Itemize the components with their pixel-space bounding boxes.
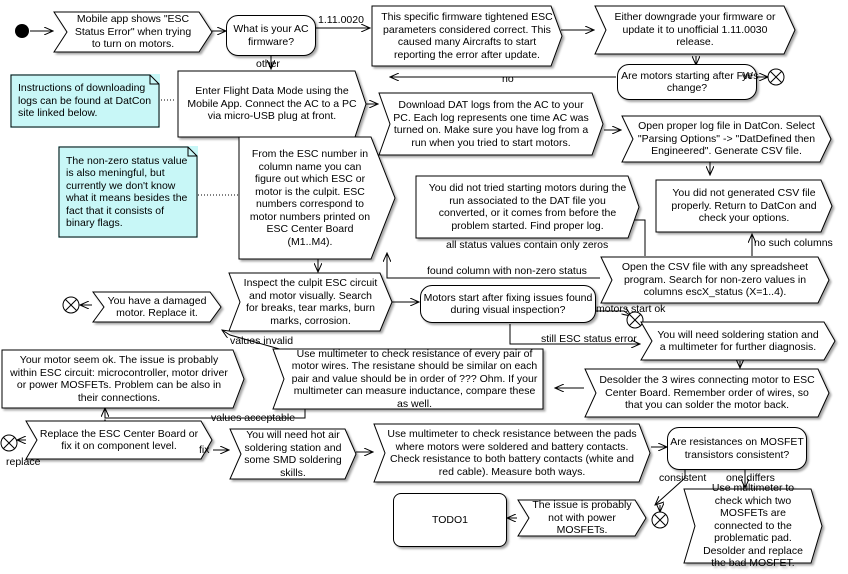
decision-firmware: What is your AC firmware? xyxy=(226,15,316,56)
node-open-csv: Open the CSV file with any spreadsheet p… xyxy=(600,256,830,304)
edge-label-found-column: found column with non-zero status xyxy=(427,265,587,277)
node-not-tried: You did not tried starting motors during… xyxy=(415,175,640,239)
node-hot-air: You will need hot air soldering station … xyxy=(229,428,357,480)
node-todo: TODO1 xyxy=(393,493,507,547)
edge-label-all-zeros: all status values contain only zeros xyxy=(446,239,609,251)
end-yes-icon xyxy=(767,68,785,86)
edge-label-replace: replace xyxy=(6,456,41,468)
edge-label-no-such-columns: no such columns xyxy=(754,237,833,249)
edge-label-still-error: still ESC status error xyxy=(541,333,637,345)
edge-label-values-invalid: values invalid xyxy=(230,335,294,347)
note-datcon-instructions: Instructions of downloading logs can be … xyxy=(10,74,160,128)
node-not-mosfet: The issue is probably not with power MOS… xyxy=(517,499,647,537)
edge-label-other: other xyxy=(256,58,280,70)
note-status-meaning: The non-zero status value is also mening… xyxy=(58,146,198,238)
node-downgrade-firmware: Either downgrade your firmware or update… xyxy=(594,5,796,55)
node-not-generated: You did not generated CSV file properly.… xyxy=(655,179,833,233)
edge-label-values-acceptable: values acceptable xyxy=(211,412,296,424)
node-flight-data-mode: Enter Flight Data Mode using the Mobile … xyxy=(177,70,367,138)
node-soldering-station: You will need soldering station and a mu… xyxy=(640,321,836,361)
end-replace-icon xyxy=(0,434,18,452)
decision-motors-after-fw: Are motors starting after FW change? xyxy=(617,64,757,100)
node-mobile-app-error: Mobile app shows "ESC Status Error" when… xyxy=(53,11,213,53)
end-damaged-icon xyxy=(62,296,80,314)
edge-mosfetq-consistent xyxy=(655,470,686,505)
edge-label-one-differs: one differs xyxy=(726,472,775,484)
edge-label-fix: fix xyxy=(199,444,210,456)
node-multimeter-wires: Use multimeter to check resistance of ev… xyxy=(272,348,555,410)
node-replace-board: Replace the ESC Center Board or fix it o… xyxy=(25,420,213,460)
node-esc-number: From the ESC number in column name you c… xyxy=(238,136,396,260)
node-desolder: Desolder the 3 wires connecting motor to… xyxy=(584,368,830,418)
decision-mosfet: Are resistances on MOSFET transistors co… xyxy=(667,427,807,470)
edge-label-firmware-version: 1.11.0020 xyxy=(318,14,364,26)
edge-csv-found xyxy=(387,253,600,279)
node-which-mosfet: Use multimeter to check which two MOSFET… xyxy=(683,482,823,569)
node-motor-ok: Your motor seem ok. The issue is probabl… xyxy=(1,349,245,409)
edge-label-no: no xyxy=(502,73,514,85)
decision-motors-after-fix: Motors start after fixing issues found d… xyxy=(420,285,596,323)
node-tightened-firmware: This specific firmware tightened ESC par… xyxy=(371,5,563,67)
node-damaged-motor: You have a damaged motor. Replace it. xyxy=(92,291,222,323)
end-ok-icon xyxy=(626,311,644,329)
end-mosfet-icon xyxy=(651,511,669,529)
edge-motorsq-still xyxy=(509,324,640,344)
node-open-log: Open proper log file in DatCon. Select "… xyxy=(621,115,832,163)
edge-multimeter-invalid xyxy=(222,330,284,351)
edge-label-motors-start-ok: motors start ok xyxy=(596,303,666,315)
node-multimeter-pads: Use multimeter to check resistance betwe… xyxy=(373,423,651,483)
edge-label-yes: yes xyxy=(742,70,759,82)
start-dot xyxy=(15,24,29,38)
node-inspect: Inspect the culpit ESC circuit and motor… xyxy=(228,272,393,332)
edge-multimeter-acceptable xyxy=(105,408,306,419)
node-download-dat: Download DAT logs from the AC to your PC… xyxy=(378,92,604,156)
edge-label-consistent: consistent xyxy=(659,472,707,484)
